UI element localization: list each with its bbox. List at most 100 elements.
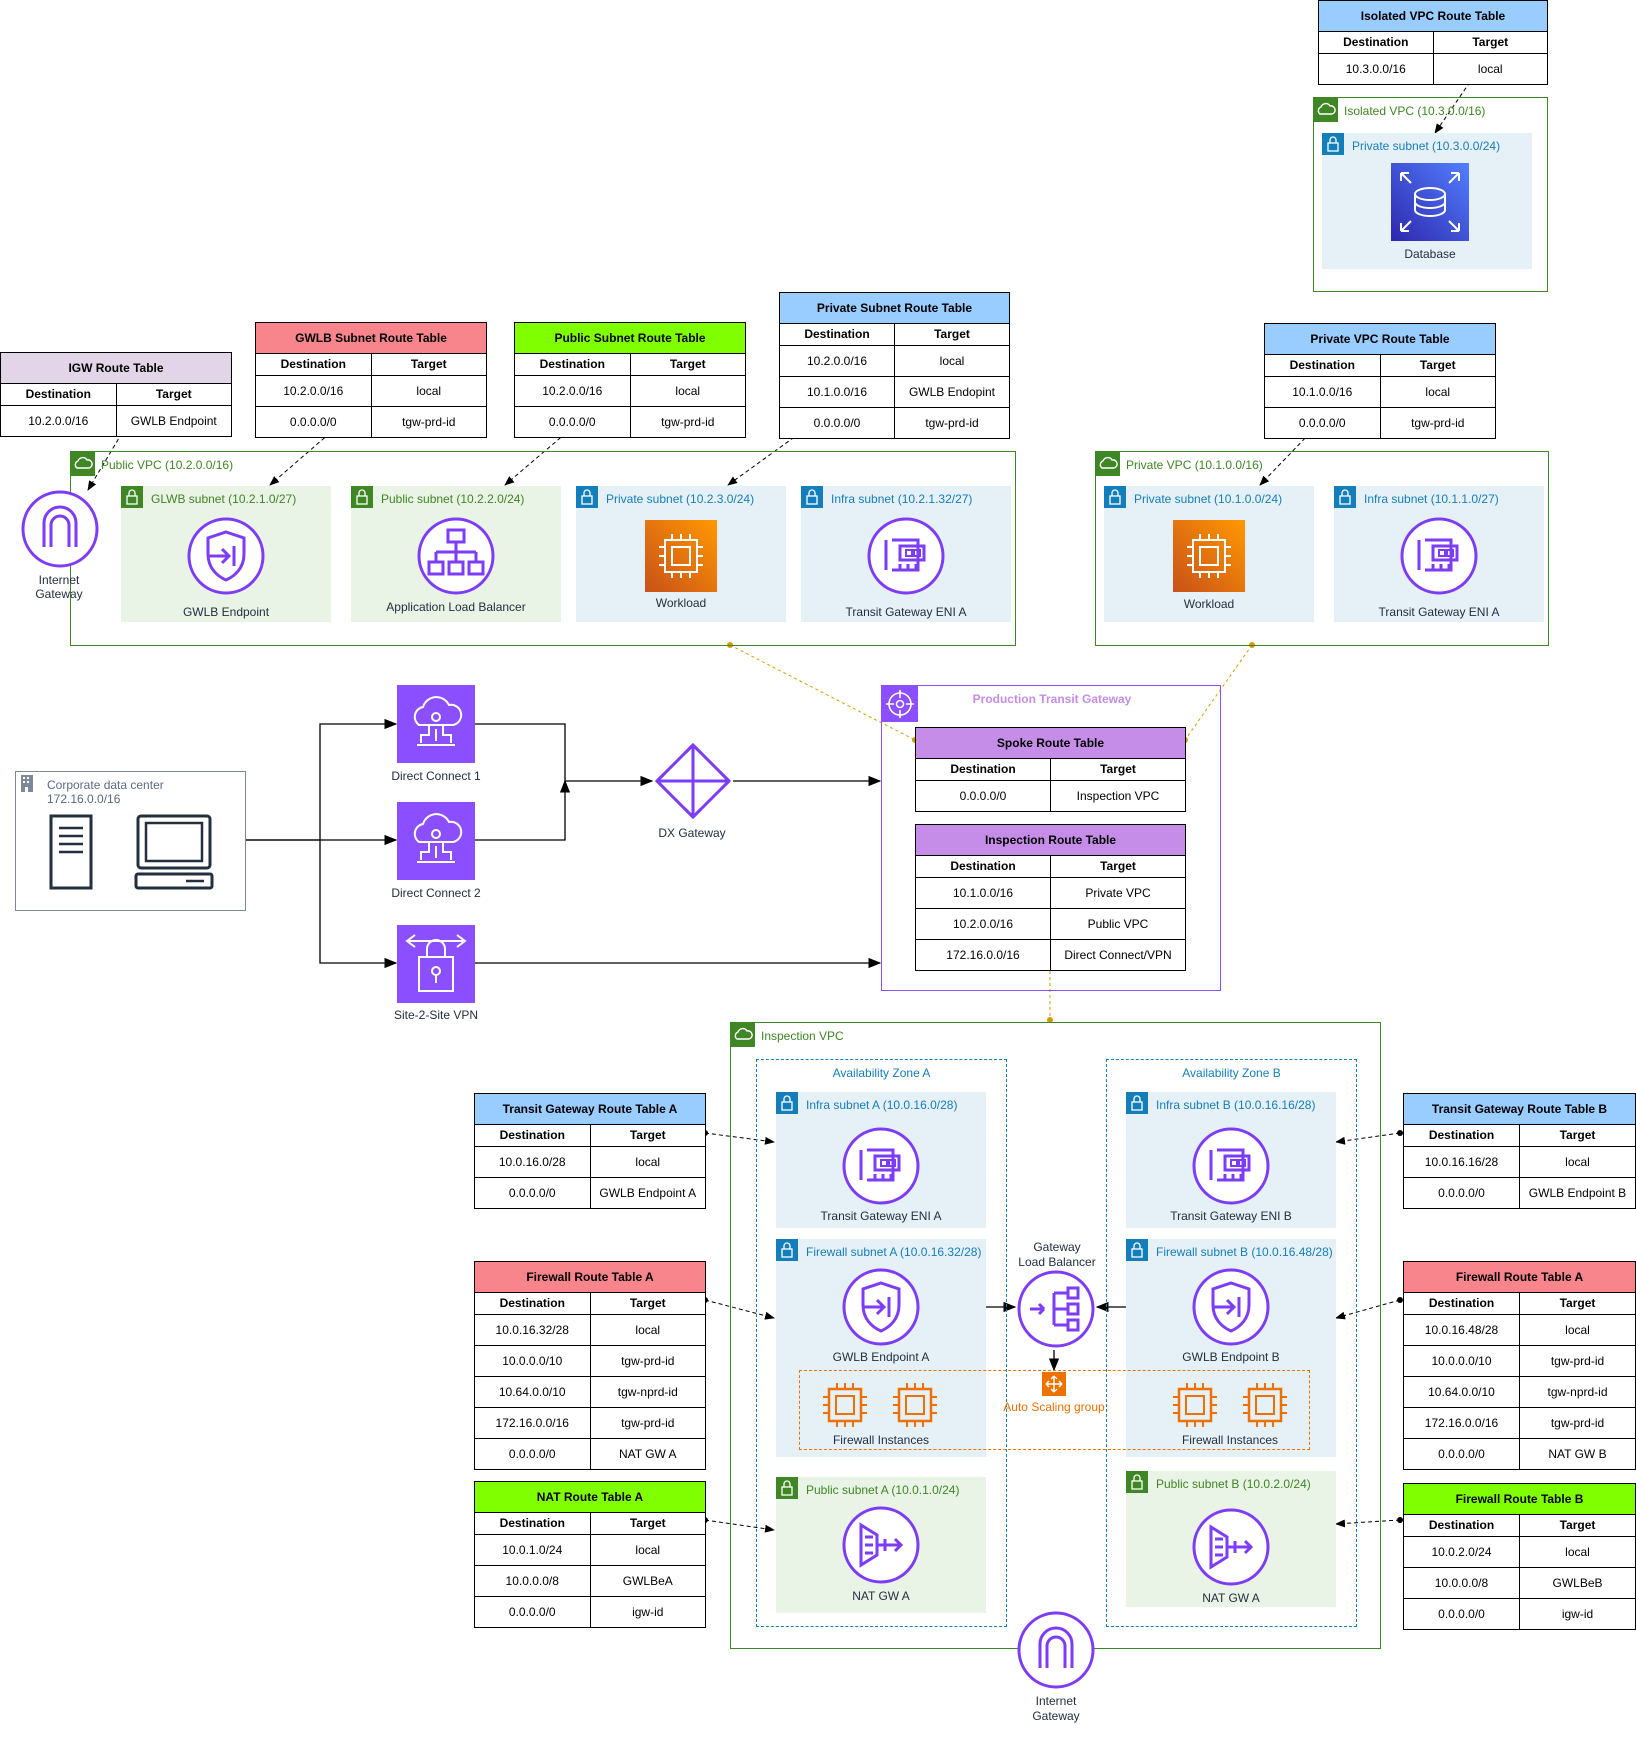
dxgw-caption: DX Gateway <box>658 826 726 840</box>
route-cell: Public VPC <box>1087 917 1149 931</box>
lock-icon <box>776 1477 798 1499</box>
transit-gateway-icon <box>882 686 918 722</box>
resource-caption: GWLB Endpoint <box>182 605 270 619</box>
firewall-instance-icon[interactable] <box>890 1380 940 1435</box>
lock-icon <box>1126 1092 1148 1114</box>
internet-gateway-bottom-icon[interactable] <box>1016 1610 1096 1695</box>
route-cell: local <box>635 1155 661 1169</box>
route-cell: local <box>1565 1545 1590 1559</box>
route-cell: GWLBeB <box>1552 1576 1603 1590</box>
internet-gateway-icon[interactable] <box>20 489 100 574</box>
resource-caption: Workload <box>1183 597 1235 611</box>
route-cell: 10.0.2.0/24 <box>1404 1537 1520 1567</box>
route-cell: Direct Connect/VPN <box>1064 948 1172 962</box>
subnet-label: Public subnet (10.2.2.0/24) <box>381 492 525 506</box>
ec2-icon[interactable] <box>645 520 717 597</box>
route-cell: 172.16.0.0/16 <box>475 1408 591 1438</box>
gwlb-endpoint-a-icon[interactable] <box>841 1267 921 1352</box>
nat-b-caption: NAT GW A <box>1202 1591 1260 1605</box>
route-table-title: Public Subnet Route Table <box>515 323 745 354</box>
alb-icon[interactable] <box>416 516 496 601</box>
route-cell: local <box>416 384 442 398</box>
route-cell: 10.0.16.0/28 <box>475 1147 591 1177</box>
site-to-site-vpn-icon[interactable] <box>397 925 475 1008</box>
route-cell: 10.2.0.0/16 <box>1 406 117 436</box>
ec2-icon[interactable] <box>1173 520 1245 597</box>
resource-caption: Workload <box>655 596 707 610</box>
route-cell: 10.64.0.0/10 <box>1404 1377 1520 1407</box>
infra-a-label: Infra subnet A (10.0.16.0/28) <box>806 1098 958 1112</box>
route-cell: 10.0.1.0/24 <box>475 1535 591 1565</box>
fw-a-assoc-line <box>704 1299 775 1320</box>
route-table-title: Transit Gateway Route Table B <box>1404 1094 1635 1125</box>
route-cell: tgw-nprd-id <box>1547 1385 1608 1399</box>
column-header: Target <box>1520 1515 1635 1537</box>
direct-connect-1-icon[interactable] <box>397 685 475 768</box>
route-cell: local <box>1565 1155 1590 1169</box>
dx-gateway-icon[interactable] <box>653 741 733 826</box>
eni-a-icon[interactable] <box>841 1126 921 1211</box>
route-cell: 10.0.0.0/8 <box>1404 1568 1520 1598</box>
firewall-instance-icon[interactable] <box>1240 1380 1290 1435</box>
subnet: Private subnet (10.2.3.0/24) <box>576 486 786 622</box>
firewall-instance-icon[interactable] <box>1170 1380 1220 1435</box>
nat-gateway-a-icon[interactable] <box>841 1505 921 1590</box>
eni-icon[interactable] <box>1399 516 1479 601</box>
fw-b-label: Firewall subnet B (10.0.16.48/28) <box>1156 1245 1333 1259</box>
private-vpc-label: Private VPC (10.1.0.0/16) <box>1126 458 1263 472</box>
column-header: Destination <box>916 759 1051 781</box>
gateway-load-balancer-icon[interactable] <box>1016 1269 1096 1354</box>
resource-caption: Transit Gateway ENI A <box>1378 605 1500 619</box>
column-header: Target <box>116 384 231 406</box>
route-cell: local <box>1425 385 1451 399</box>
route-row: 10.0.16.0/28 local <box>475 1147 705 1178</box>
corporate-cidr: 172.16.0.0/16 <box>47 792 121 806</box>
column-header: Destination <box>1404 1125 1520 1147</box>
gwlb-endpoint-icon[interactable] <box>186 516 266 601</box>
route-cell: 10.64.0.0/10 <box>475 1377 591 1407</box>
route-cell: 10.2.0.0/16 <box>780 346 895 376</box>
tgw-a-assoc-line <box>704 1132 775 1145</box>
column-header: Destination <box>1319 32 1434 54</box>
firewall-instance-icon[interactable] <box>820 1380 870 1435</box>
inspection-vpc-label: Inspection VPC <box>761 1029 844 1043</box>
direct-connect-2-icon[interactable] <box>397 802 475 885</box>
lock-icon <box>776 1239 798 1261</box>
nat-a-caption: NAT GW A <box>852 1589 910 1603</box>
eni-b-icon[interactable] <box>1191 1126 1271 1211</box>
database-caption: Database <box>1404 247 1456 261</box>
rds-database-icon[interactable] <box>1391 163 1469 246</box>
auto-scaling-icon <box>1042 1372 1066 1396</box>
route-table-title: Firewall Route Table B <box>1404 1484 1635 1515</box>
dx2-caption: Direct Connect 2 <box>391 886 481 900</box>
column-header: Target <box>1520 1293 1635 1315</box>
gwlb-caption-line1: Gateway <box>1033 1240 1081 1254</box>
route-cell: GWLB Endopint <box>908 385 996 399</box>
route-cell: 10.1.0.0/16 <box>916 878 1051 908</box>
route-cell: local <box>1565 1323 1590 1337</box>
route-table-title: IGW Route Table <box>1 353 231 384</box>
corporate-label: Corporate data center <box>47 778 164 792</box>
column-header: Target <box>1051 856 1185 878</box>
gwlbe-a-caption: GWLB Endpoint A <box>832 1350 930 1364</box>
route-table-title: Firewall Route Table A <box>1404 1262 1635 1293</box>
nat-gateway-b-icon[interactable] <box>1191 1507 1271 1592</box>
gwlb-endpoint-b-icon[interactable] <box>1191 1267 1271 1352</box>
route-cell: 0.0.0.0/0 <box>475 1178 591 1208</box>
column-header: Target <box>590 1125 705 1147</box>
eni-icon[interactable] <box>866 516 946 601</box>
